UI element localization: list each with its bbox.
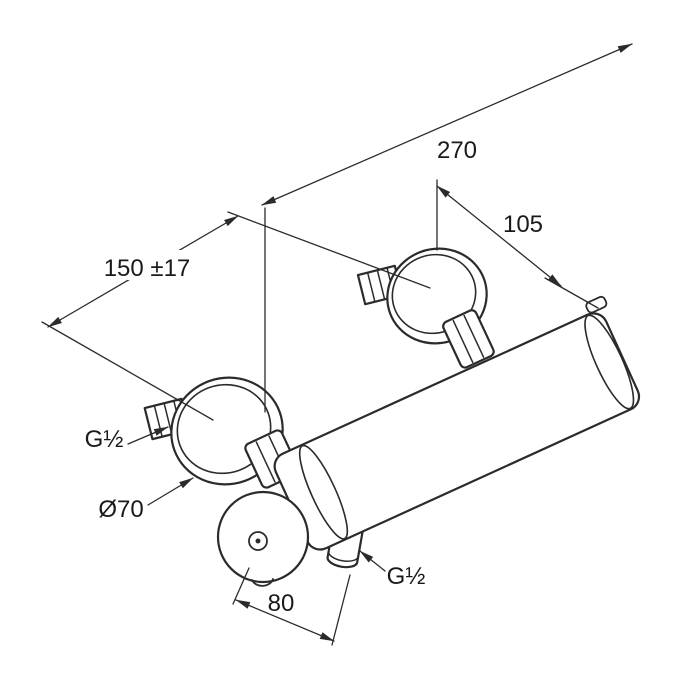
knob-safety-button	[248, 531, 268, 551]
ext-line-knob-bottom	[232, 567, 250, 605]
dim-label-150: 150 ±17	[104, 255, 191, 282]
ext-line-outlet-bottom	[331, 574, 351, 646]
dim-label-105: 105	[503, 211, 543, 238]
label-outlet-thread: G½	[387, 563, 426, 590]
leader-wall-thread	[127, 426, 169, 445]
dim-label-270: 270	[437, 137, 477, 164]
label-mask	[92, 250, 204, 280]
dim-line-270	[261, 43, 633, 206]
label-escutcheon-diameter: Ø70	[98, 496, 143, 523]
leader-outlet-thread	[359, 550, 386, 572]
right-connection-nut	[442, 309, 495, 369]
temperature-knob	[216, 490, 310, 587]
shower-mixer	[143, 247, 641, 587]
dim-line-80	[235, 599, 335, 642]
end-cap-ring	[584, 314, 635, 410]
knob-center-dot	[255, 538, 261, 544]
ext-line-left-connection	[41, 321, 214, 421]
diverter-button	[585, 295, 608, 314]
ext-line-right-connection	[227, 211, 431, 289]
dim-label-80: 80	[268, 590, 295, 617]
dim-line-105	[436, 185, 562, 287]
knob-bottom-nub	[251, 578, 274, 587]
label-wall-thread: G½	[85, 426, 124, 453]
leader-escutcheon-diameter	[147, 477, 194, 506]
dimension-lines	[41, 43, 633, 646]
ext-line-body-end	[544, 277, 599, 309]
